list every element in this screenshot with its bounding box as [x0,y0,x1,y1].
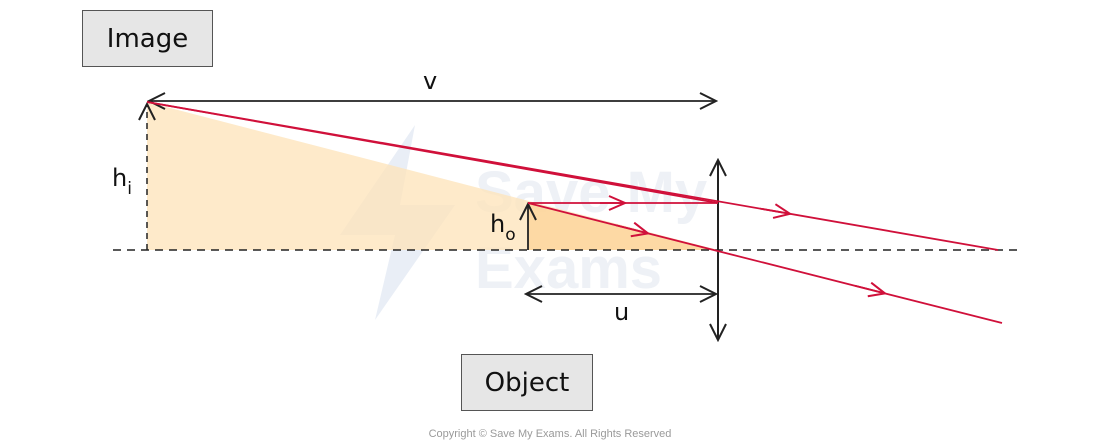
u-label: u [614,298,629,326]
v-label: v [423,67,437,95]
ray-through-centre [527,202,1003,324]
ray-image-to-axis [146,101,999,251]
h-o-label: ho [490,210,516,245]
copyright-text: Copyright © Save My Exams. All Rights Re… [428,428,672,440]
object-label-box: Object [461,354,593,411]
h-i-subscript: i [127,179,132,199]
h-i-label: hi [112,164,132,199]
ray-arrowhead-refracted-upper [759,209,790,214]
image-triangle [147,102,718,250]
ray-arrowhead-centre [615,225,648,233]
image-label-box: Image [82,10,213,67]
h-i-main: h [112,164,127,192]
h-o-main: h [490,210,505,238]
ray-arrowhead-refracted-lower [854,286,885,294]
h-o-subscript: o [505,225,515,245]
